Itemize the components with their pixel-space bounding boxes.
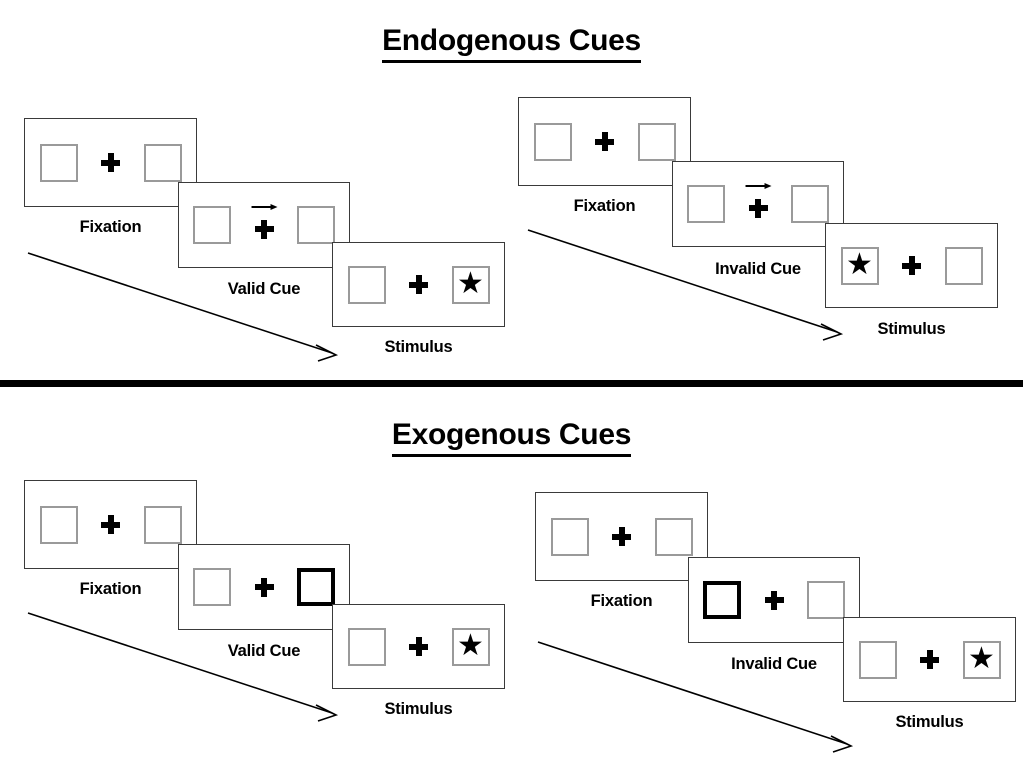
right-box[interactable] [637,122,676,161]
fixation-center [605,514,639,560]
exogenous-invalid-timeline-arrow [537,641,854,753]
exogenous-section-title: Exogenous Cues [0,418,1023,457]
fixation-center [94,502,128,548]
exogenous-invalid-panel-fixation[interactable] [535,492,708,581]
fixation-cross-icon [101,153,120,172]
star-icon: ★ [457,628,484,662]
endogenous-valid-panel-fixation[interactable] [24,118,197,207]
fixation-center [247,564,281,610]
cue-center [741,181,775,227]
exogenous-valid-panel-cue[interactable] [178,544,350,630]
right-box-with-star[interactable]: ★ [451,627,490,666]
left-box[interactable] [550,517,589,556]
right-box[interactable] [807,581,845,619]
caption-exogenous-invalid-cue: Invalid Cue [731,655,817,673]
fixation-cross-icon [409,275,428,294]
right-box[interactable] [944,246,983,285]
exogenous-valid-panel-stimulus[interactable]: ★ [332,604,505,689]
endogenous-invalid-panel-fixation[interactable] [518,97,691,186]
caption-endogenous-invalid-cue: Invalid Cue [715,260,801,278]
endogenous-valid-panel-stimulus[interactable]: ★ [332,242,505,327]
right-box[interactable] [297,206,335,244]
left-box[interactable] [858,640,897,679]
fixation-cross-icon [254,219,274,239]
left-box[interactable] [533,122,572,161]
caption-exogenous-invalid-fixation: Fixation [590,592,653,610]
exogenous-valid-panel-fixation[interactable] [24,480,197,569]
fixation-cross-icon [748,198,768,218]
right-box[interactable] [143,143,182,182]
left-box[interactable] [347,265,386,304]
caption-endogenous-valid-stimulus: Stimulus [384,338,453,356]
left-box[interactable] [193,206,231,244]
arrow-right-cue-icon [251,202,278,212]
exogenous-section: Exogenous Cues Fixation Valid Cue [0,392,1023,767]
caption-exogenous-valid-cue: Valid Cue [227,642,301,660]
caption-endogenous-valid-cue: Valid Cue [227,280,301,298]
endogenous-section: Endogenous Cues Fixation Valid Cue [0,24,1023,362]
fixation-cross-icon [409,637,428,656]
left-box[interactable] [39,505,78,544]
left-box[interactable] [193,568,231,606]
fixation-center [94,140,128,186]
left-box[interactable] [347,627,386,666]
exogenous-invalid-panel-stimulus[interactable]: ★ [843,617,1016,702]
endogenous-valid-panel-cue[interactable] [178,182,350,268]
fixation-center [402,624,436,670]
caption-endogenous-invalid-stimulus: Stimulus [877,320,946,338]
caption-endogenous-valid-fixation: Fixation [79,218,142,236]
caption-exogenous-valid-stimulus: Stimulus [384,700,453,718]
fixation-cross-icon [595,132,614,151]
fixation-center [757,577,791,623]
caption-exogenous-valid-fixation: Fixation [79,580,142,598]
fixation-center [402,262,436,308]
right-box[interactable] [143,505,182,544]
fixation-cross-icon [920,650,939,669]
cue-center [247,202,281,248]
section-divider [0,380,1023,387]
fixation-cross-icon [101,515,120,534]
fixation-center [588,119,622,165]
endogenous-invalid-panel-stimulus[interactable]: ★ [825,223,998,308]
endogenous-title-text: Endogenous Cues [382,24,641,63]
left-box[interactable] [39,143,78,182]
endogenous-section-title: Endogenous Cues [0,24,1023,63]
right-box[interactable] [654,517,693,556]
left-box-highlighted-cue[interactable] [703,581,741,619]
caption-endogenous-invalid-fixation: Fixation [573,197,636,215]
fixation-center [913,637,947,683]
exogenous-invalid-panel-cue[interactable] [688,557,860,643]
right-box-with-star[interactable]: ★ [451,265,490,304]
caption-exogenous-invalid-stimulus: Stimulus [895,713,964,731]
fixation-cross-icon [902,256,921,275]
fixation-cross-icon [254,577,274,597]
fixation-cross-icon [764,590,784,610]
right-box-highlighted-cue[interactable] [297,568,335,606]
right-box-with-star[interactable]: ★ [962,640,1001,679]
right-box[interactable] [791,185,829,223]
endogenous-invalid-panel-cue[interactable] [672,161,844,247]
star-icon: ★ [846,247,873,281]
left-box-with-star[interactable]: ★ [840,246,879,285]
fixation-cross-icon [612,527,631,546]
star-icon: ★ [968,641,995,675]
star-icon: ★ [457,266,484,300]
fixation-center [895,243,929,289]
left-box[interactable] [687,185,725,223]
arrow-right-cue-icon [745,181,772,191]
exogenous-title-text: Exogenous Cues [391,418,631,457]
